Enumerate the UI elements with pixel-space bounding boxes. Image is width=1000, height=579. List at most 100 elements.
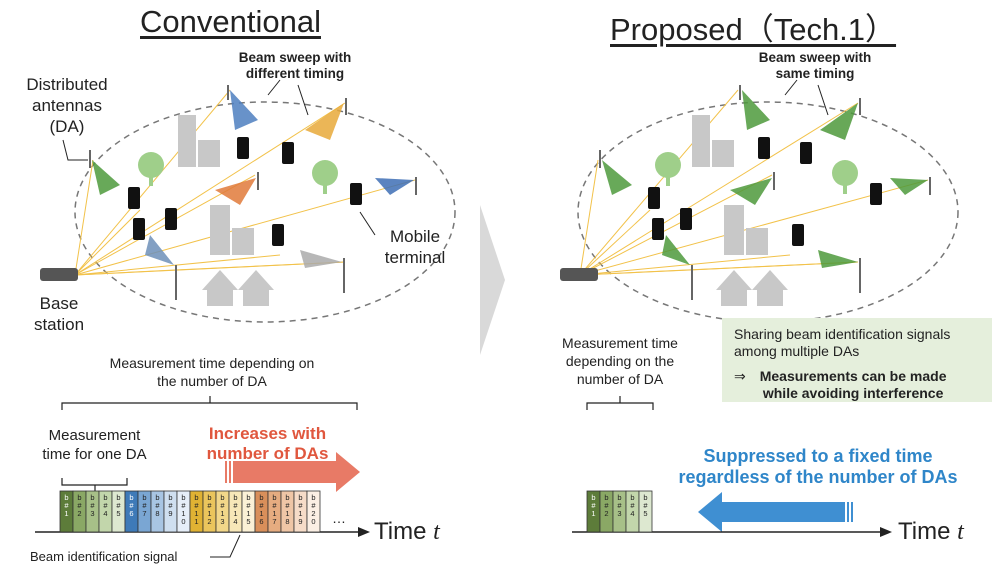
right-time-axis-label: Time t [898, 518, 964, 545]
left-slot-label: 8 [155, 509, 159, 518]
left-measure-total: Measurement time depending on the number… [109, 355, 315, 389]
left-slot-label: b [285, 493, 289, 502]
left-slot-label: 4 [233, 517, 237, 526]
left-buildings [178, 115, 274, 306]
left-slot-label: 3 [90, 509, 94, 518]
right-links [579, 89, 929, 276]
left-slot-label: # [90, 501, 95, 510]
right-slot-label: b [604, 493, 608, 502]
right-slot-label: b [643, 493, 647, 502]
left-slot-label: 9 [168, 509, 172, 518]
suppress-arrow [698, 492, 853, 532]
right-buildings [692, 115, 788, 306]
left-slot-label: b [311, 493, 315, 502]
left-slot-label: b [272, 493, 276, 502]
left-slot-label: 1 [220, 509, 224, 518]
left-slot-label: 4 [103, 509, 107, 518]
right-slot-label: # [630, 501, 635, 510]
divider-arrow [480, 205, 505, 355]
right-measure-total: Measurement time depending on the number… [562, 335, 678, 387]
left-title: Conventional [140, 4, 321, 39]
left-slot-label: 2 [311, 509, 315, 518]
left-slot-label: 9 [298, 517, 302, 526]
left-slot-label: b [155, 493, 159, 502]
left-slot-label: b [207, 493, 211, 502]
left-slot-label: b [194, 493, 198, 502]
left-slot-label: 6 [259, 517, 263, 526]
left-slot-label: 0 [181, 517, 185, 526]
right-slot-label: 5 [643, 509, 647, 518]
sharing-note: Sharing beam identification signals amon… [722, 318, 992, 402]
left-slot-label: # [272, 501, 277, 510]
right-antennas [599, 85, 931, 300]
note-arrow: ⇒ [734, 368, 746, 384]
right-sweep-label: Beam sweep with same timing [758, 50, 872, 81]
left-slot-label: 7 [272, 517, 276, 526]
left-ellipsis: … [332, 510, 346, 526]
left-slot-label: b [246, 493, 250, 502]
left-slot-label: b [233, 493, 237, 502]
left-slot-label: # [207, 501, 212, 510]
right-title: Proposed（Tech.1） [610, 12, 897, 47]
left-slot-label: b [116, 493, 120, 502]
bs-label: Base station [33, 294, 85, 334]
left-slot-label: # [155, 501, 160, 510]
right-trees [655, 152, 858, 194]
left-slot-label: b [168, 493, 172, 502]
left-timeline: b#1b#2b#3b#4b#5b#6b#7b#8b#9b#10b#11b#12b… [35, 396, 370, 558]
right-slot-label: 2 [604, 509, 608, 518]
beam-signal-label: Beam identification signal [30, 549, 178, 564]
right-slot-label: b [617, 493, 621, 502]
left-slot-label: # [285, 501, 290, 510]
left-slot-label: 2 [77, 509, 81, 518]
left-slot-label: # [77, 501, 82, 510]
left-slot-label: b [77, 493, 81, 502]
right-network [560, 79, 959, 323]
left-slot-label: # [246, 501, 251, 510]
suppressed-label: Suppressed to a fixed time regardless of… [678, 446, 958, 487]
left-slot-label: b [64, 493, 68, 502]
left-slot-label: # [129, 501, 134, 510]
left-mobiles [128, 137, 362, 246]
da-label: Distributed antennas (DA) [26, 75, 108, 136]
left-coverage-ellipse [74, 101, 456, 323]
right-timeline: b#1b#2b#3b#4b#5 [572, 396, 892, 537]
right-slot-label: # [591, 501, 596, 510]
mobile-label: Mobile terminal [384, 227, 446, 267]
left-slot-label: # [116, 501, 121, 510]
left-slot-label: # [259, 501, 264, 510]
left-slot-label: 1 [272, 509, 276, 518]
right-beams [602, 90, 928, 268]
left-antennas [89, 85, 417, 300]
left-slot-label: 1 [194, 517, 198, 526]
left-slot-label: # [311, 501, 316, 510]
left-time-axis-label: Time t [374, 518, 440, 545]
note-line2: Measurements can be made while avoiding … [759, 368, 947, 401]
left-slot-label: b [259, 493, 263, 502]
left-slot-label: # [181, 501, 186, 510]
increase-label: Increases with number of DAs [206, 424, 329, 463]
left-slot-label: 1 [233, 509, 237, 518]
left-slot-label: 5 [116, 509, 120, 518]
left-sweep-label: Beam sweep with different timing [238, 50, 352, 81]
right-slot-label: # [643, 501, 648, 510]
left-measure-one: Measurement time for one DA [42, 427, 147, 463]
left-slot-label: 1 [181, 509, 185, 518]
left-slot [306, 490, 321, 533]
right-slot-label: b [591, 493, 595, 502]
left-network [40, 79, 456, 323]
right-total-bracket [586, 402, 654, 410]
left-slot-label: b [181, 493, 185, 502]
left-slot-label: b [142, 493, 146, 502]
left-slot-label: 5 [246, 517, 250, 526]
right-mobiles [648, 137, 882, 246]
left-trees [138, 152, 338, 194]
left-slot-label: 2 [207, 517, 211, 526]
right-base-station [560, 268, 598, 281]
left-slot-label: 1 [259, 509, 263, 518]
left-slot-label: 0 [311, 517, 315, 526]
right-slot-label: b [630, 493, 634, 502]
left-slot-label: # [168, 501, 173, 510]
left-base-station [40, 268, 78, 281]
increase-arrow [225, 452, 360, 492]
